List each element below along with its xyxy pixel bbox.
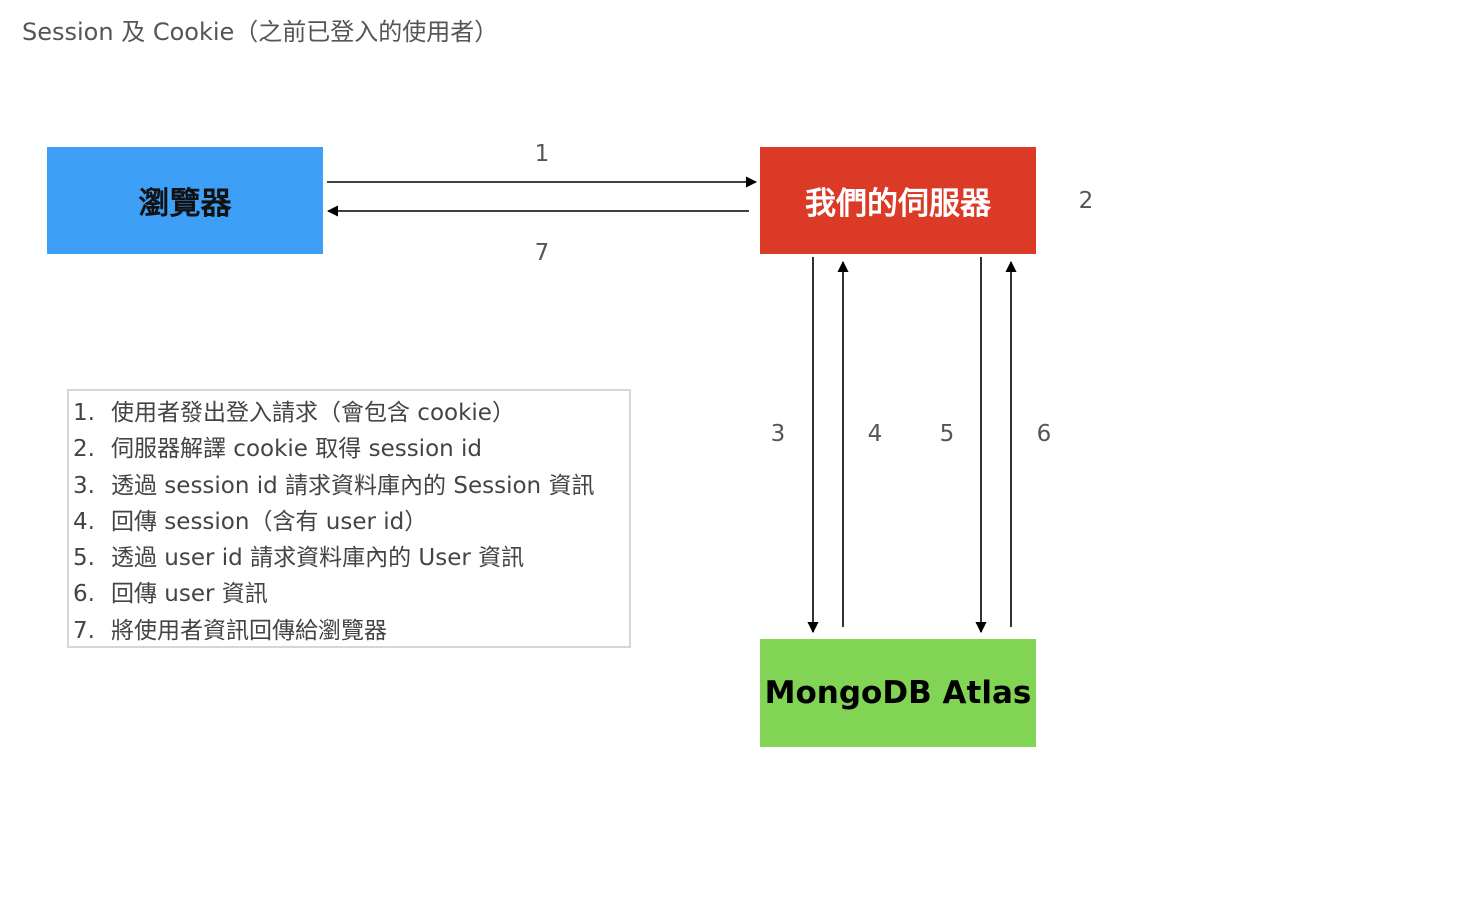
page-title: Session 及 Cookie（之前已登入的使用者） bbox=[22, 18, 499, 46]
step-number: 5. bbox=[73, 545, 95, 572]
arrow-label-3: 3 bbox=[770, 421, 786, 447]
step-text: 伺服器解譯 cookie 取得 session id bbox=[111, 436, 483, 463]
step-number: 3. bbox=[73, 472, 95, 499]
arrow-label-2: 2 bbox=[1078, 188, 1094, 214]
step-item: 3. 透過 session id 請求資料庫內的 Session 資訊 bbox=[73, 468, 629, 504]
step-number: 4. bbox=[73, 508, 95, 535]
step-text: 使用者發出登入請求（會包含 cookie） bbox=[111, 400, 515, 426]
step-item: 7. 將使用者資訊回傳給瀏覽器 bbox=[73, 613, 629, 646]
step-number: 7. bbox=[73, 617, 95, 644]
arrow-label-6: 6 bbox=[1036, 421, 1052, 447]
browser-node-label: 瀏覽器 bbox=[138, 186, 232, 222]
browser-node: 瀏覽器 bbox=[47, 147, 323, 254]
step-number: 2. bbox=[73, 436, 95, 463]
step-number: 6. bbox=[73, 581, 95, 608]
step-item: 2. 伺服器解譯 cookie 取得 session id bbox=[73, 431, 629, 467]
arrow-label-7: 7 bbox=[534, 240, 550, 266]
server-node: 我們的伺服器 bbox=[760, 147, 1036, 254]
step-item: 1. 使用者發出登入請求（會包含 cookie） bbox=[73, 395, 629, 431]
step-number: 1. bbox=[73, 400, 95, 426]
server-node-label: 我們的伺服器 bbox=[805, 186, 991, 222]
step-text: 透過 session id 請求資料庫內的 Session 資訊 bbox=[111, 472, 595, 499]
steps-list: 1. 使用者發出登入請求（會包含 cookie） 2. 伺服器解譯 cookie 取… bbox=[67, 389, 631, 648]
step-text: 回傳 user 資訊 bbox=[111, 581, 268, 608]
step-text: 回傳 session（含有 user id） bbox=[111, 508, 428, 535]
arrow-label-5: 5 bbox=[939, 421, 955, 447]
step-item: 5. 透過 user id 請求資料庫內的 User 資訊 bbox=[73, 540, 629, 576]
arrow-label-4: 4 bbox=[867, 421, 883, 447]
database-node-label: MongoDB Atlas bbox=[764, 675, 1032, 711]
step-item: 4. 回傳 session（含有 user id） bbox=[73, 504, 629, 540]
arrow-label-1: 1 bbox=[534, 141, 550, 167]
database-node: MongoDB Atlas bbox=[760, 639, 1036, 747]
step-text: 將使用者資訊回傳給瀏覽器 bbox=[111, 617, 387, 644]
step-text: 透過 user id 請求資料庫內的 User 資訊 bbox=[111, 545, 525, 572]
step-item: 6. 回傳 user 資訊 bbox=[73, 576, 629, 612]
